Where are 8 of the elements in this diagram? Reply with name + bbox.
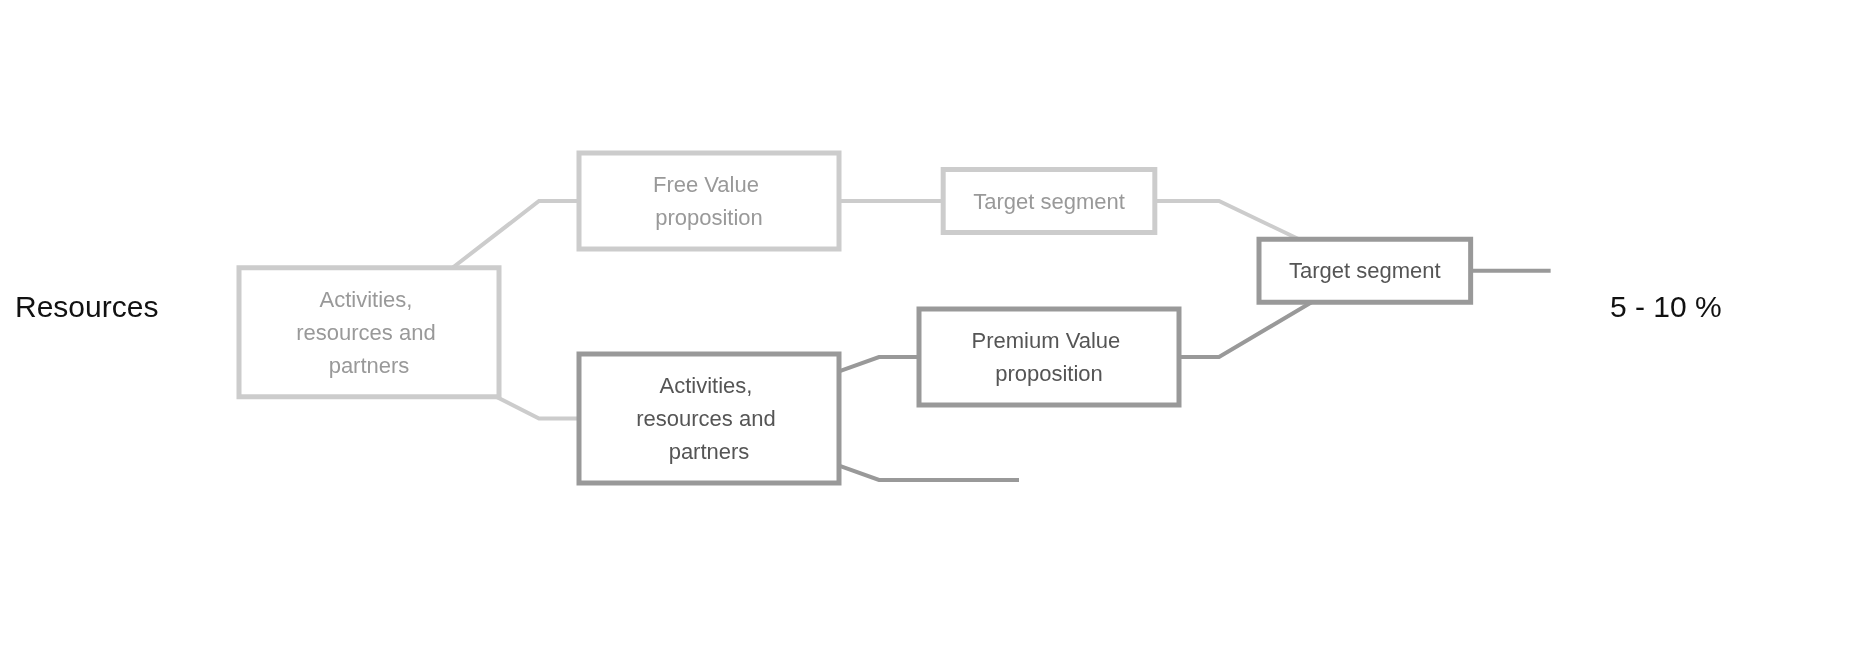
node-box: Activities, resources and partners (576, 351, 842, 485)
side-note: 5 - 10 % (1610, 290, 1722, 324)
node-box: Free Value proposition (576, 150, 842, 251)
node-box: Activities, resources and partners (236, 264, 502, 399)
node-box: Target segment (940, 166, 1158, 235)
node-box: Target segment (1256, 236, 1474, 305)
node-box: Premium Value proposition (916, 306, 1182, 407)
side-note: Resources (15, 290, 159, 324)
